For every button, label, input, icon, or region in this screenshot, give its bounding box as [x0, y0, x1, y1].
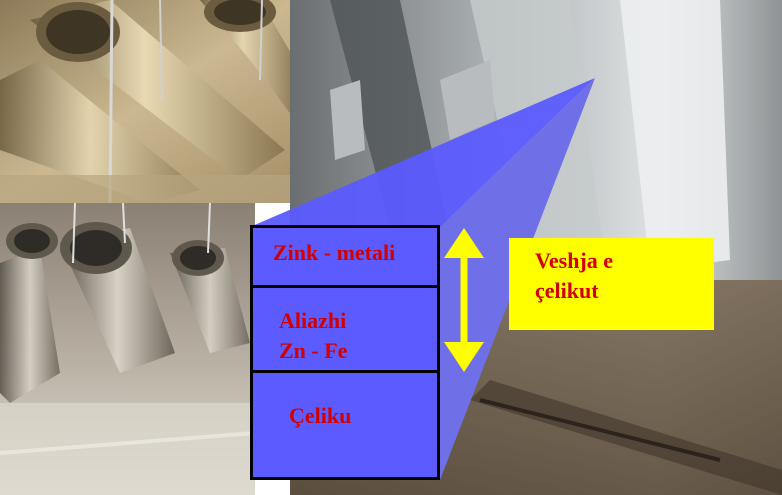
layer-steel-label: Çeliku	[289, 403, 352, 428]
callout-line2: çelikut	[535, 278, 599, 303]
layer-alloy-label-line2: Zn - Fe	[279, 338, 348, 363]
photo-galvanized-pipes-top	[0, 0, 295, 203]
layer-zinc-metal: Zink - metali	[250, 225, 440, 288]
callout-line1: Veshja e	[535, 248, 614, 273]
layer-steel: Çeliku	[250, 370, 440, 480]
thickness-arrow-icon	[444, 228, 484, 372]
layer-zinc-label: Zink - metali	[273, 240, 396, 265]
coating-callout: Veshja e çelikut	[509, 238, 714, 330]
photo-galvanized-pipes-bottom	[0, 203, 255, 495]
layer-alloy-label: Aliazhi Zn - Fe	[279, 306, 347, 366]
layer-alloy-label-line1: Aliazhi	[279, 308, 347, 333]
layer-zn-fe-alloy: Aliazhi Zn - Fe	[250, 285, 440, 373]
